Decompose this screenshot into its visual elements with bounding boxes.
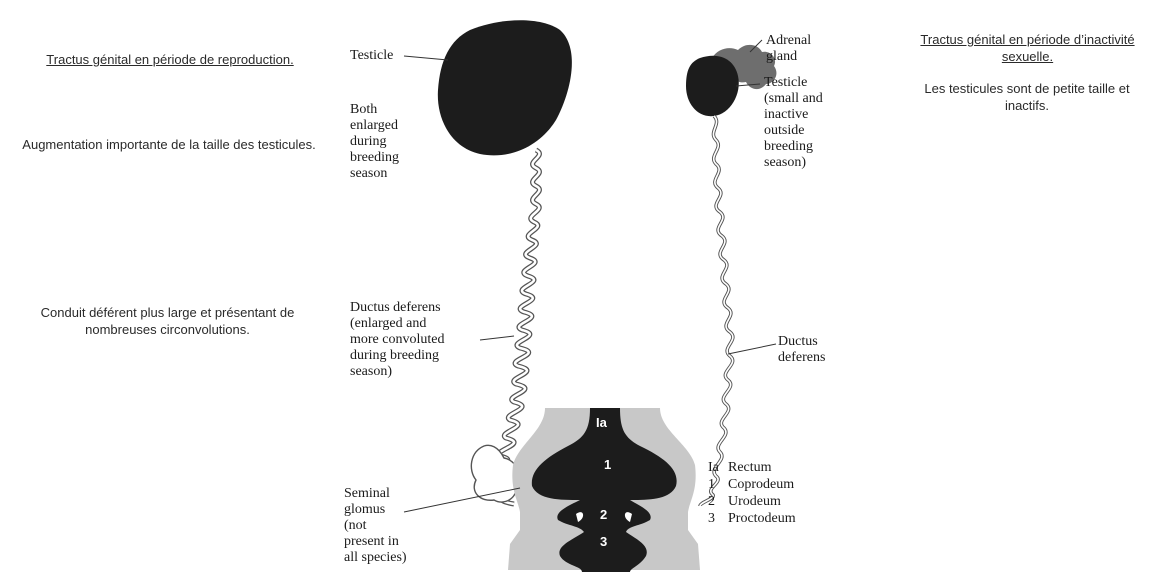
ductus-inactive-shape: [700, 116, 733, 506]
cloaca-num-rectum: Ia: [596, 415, 608, 430]
label-testicle-inactive: Testicle (small and inactive outside bre…: [764, 75, 823, 171]
label-ductus-inactive: Ductus deferens: [778, 334, 825, 366]
cloaca-num-urodeum: 2: [600, 507, 607, 522]
testicle-inactive-shape: [686, 56, 739, 116]
testicle-breeding-shape: [438, 20, 572, 155]
leader-ductus-inactive: [728, 344, 776, 354]
cloaca-num-coprodeum: 1: [604, 457, 611, 472]
label-adrenal-gland: Adrenal gland: [766, 33, 811, 65]
label-seminal-glomus: Seminal glomus (not present in all speci…: [344, 486, 407, 566]
label-ductus-breeding: Ductus deferens (enlarged and more convo…: [350, 300, 444, 380]
label-testicle-breeding: Testicle: [350, 48, 393, 64]
leader-ductus-breeding: [480, 336, 514, 340]
leader-testicle-breeding: [404, 56, 448, 60]
cloaca-num-proctodeum: 3: [600, 534, 607, 549]
label-both-enlarged: Both enlarged during breeding season: [350, 102, 399, 182]
